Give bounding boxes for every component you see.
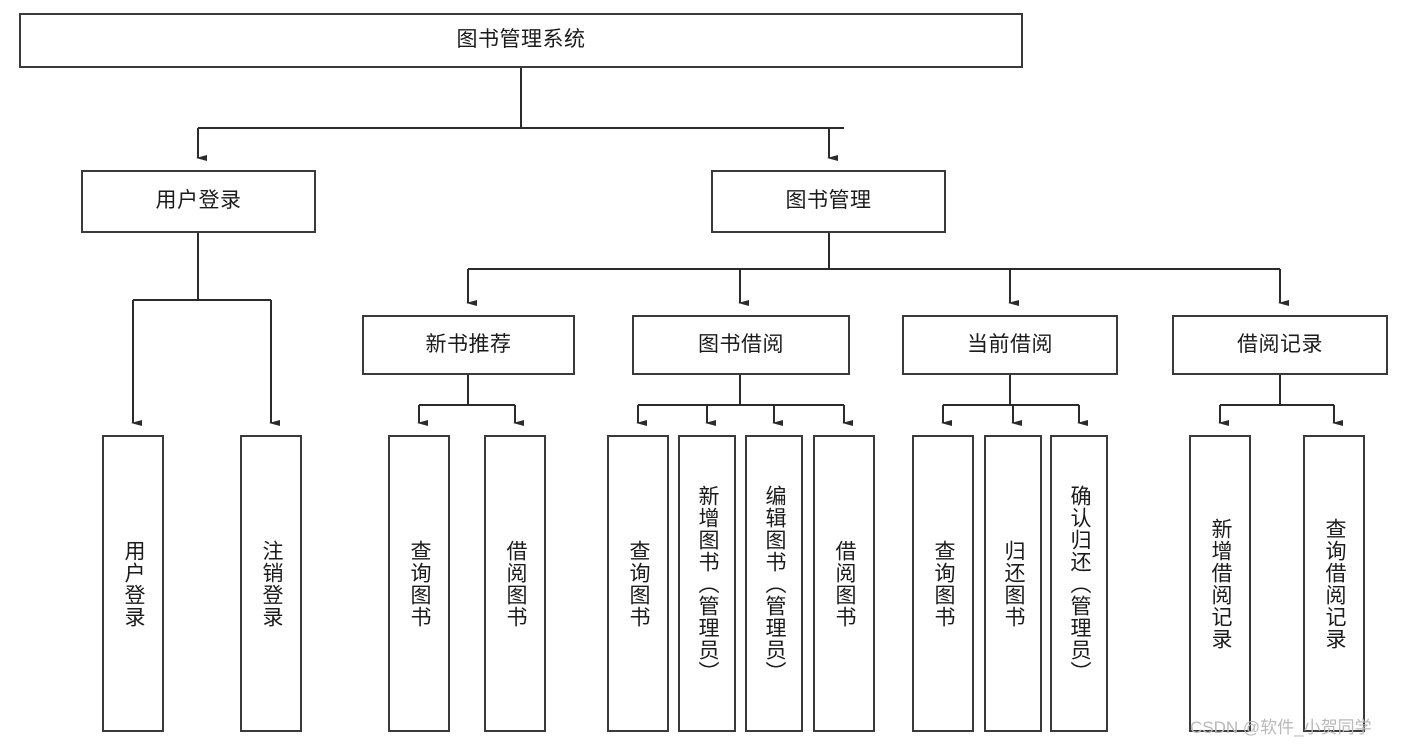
node-new-book-recommend[interactable]: 新书推荐 [362,315,575,375]
node-book-management[interactable]: 图书管理 [711,170,946,233]
leaf-return-book[interactable]: 归还图书 [984,435,1042,732]
leaf-add-borrow-record-label: 新增借阅记录 [1209,517,1233,650]
leaf-user-login[interactable]: 用户登录 [102,435,164,732]
node-root-system[interactable]: 图书管理系统 [19,13,1023,68]
leaf-confirm-return-admin[interactable]: 确认归还（管理员） [1050,435,1108,732]
node-current-borrow[interactable]: 当前借阅 [902,315,1118,375]
leaf-add-borrow-record[interactable]: 新增借阅记录 [1189,435,1251,732]
node-user-login-label: 用户登录 [155,189,242,213]
leaf-logout-label: 注销登录 [260,539,284,628]
leaf-query-book-current[interactable]: 查询图书 [912,435,974,732]
node-book-borrow-label: 图书借阅 [698,332,784,356]
leaf-confirm-return-admin-label: 确认归还（管理员） [1068,484,1092,683]
leaf-add-book-admin[interactable]: 新增图书（管理员） [678,435,736,732]
node-user-login[interactable]: 用户登录 [81,170,316,233]
leaf-logout[interactable]: 注销登录 [240,435,302,732]
leaf-query-book-current-label: 查询图书 [932,539,956,628]
watermark-text: CSDN @软件_小贺同学 [1190,718,1372,737]
node-book-management-label: 图书管理 [785,189,872,213]
leaf-user-login-label: 用户登录 [122,539,146,628]
leaf-query-book-newbook-label: 查询图书 [408,539,432,628]
leaf-borrow-book-newbook-label: 借阅图书 [504,539,528,628]
leaf-edit-book-admin-label: 编辑图书（管理员） [763,484,787,683]
node-current-borrow-label: 当前借阅 [967,332,1053,356]
leaf-borrow-book-newbook[interactable]: 借阅图书 [484,435,546,732]
leaf-edit-book-admin[interactable]: 编辑图书（管理员） [745,435,803,732]
leaf-borrow-book[interactable]: 借阅图书 [813,435,875,732]
leaf-borrow-book-label: 借阅图书 [833,539,857,628]
node-new-book-recommend-label: 新书推荐 [425,332,512,356]
node-borrow-record[interactable]: 借阅记录 [1172,315,1388,375]
node-root-label: 图书管理系统 [456,28,586,52]
leaf-query-book-borrow[interactable]: 查询图书 [607,435,669,732]
leaf-query-borrow-record[interactable]: 查询借阅记录 [1303,435,1365,732]
leaf-query-book-borrow-label: 查询图书 [627,539,651,628]
leaf-query-borrow-record-label: 查询借阅记录 [1323,517,1347,650]
node-book-borrow[interactable]: 图书借阅 [632,315,850,375]
leaf-query-book-newbook[interactable]: 查询图书 [388,435,450,732]
leaf-return-book-label: 归还图书 [1002,539,1026,628]
leaf-add-book-admin-label: 新增图书（管理员） [696,484,720,683]
node-borrow-record-label: 借阅记录 [1237,332,1323,356]
